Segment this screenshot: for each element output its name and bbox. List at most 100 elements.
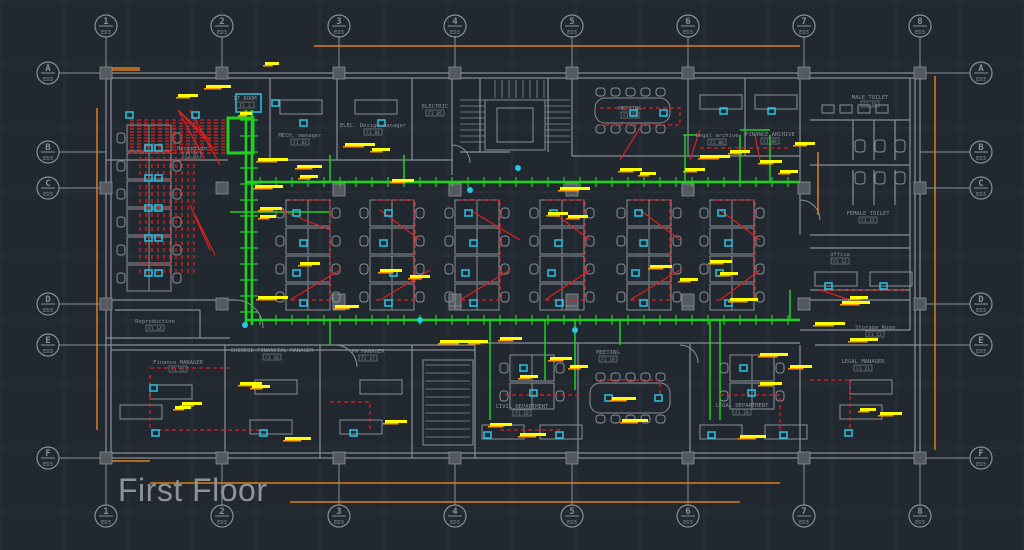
door-swing — [234, 299, 264, 329]
circuit-tag-underline — [238, 385, 254, 387]
axis-id: 4 — [452, 507, 458, 517]
circuit-tag — [650, 265, 672, 268]
desk — [369, 199, 393, 227]
circuit-tag — [795, 142, 815, 145]
axis-sheet: ED3 — [43, 77, 53, 83]
desk — [476, 283, 500, 311]
axis-sheet: ED3 — [217, 520, 227, 526]
circuit-tag-underline — [546, 215, 560, 217]
chair — [116, 244, 126, 256]
receptacle-icon — [639, 299, 648, 307]
room-tag: F1 18 — [515, 411, 529, 417]
drawing-title: First Floor — [118, 472, 268, 508]
desk — [626, 199, 650, 227]
axis-bubble-icon — [969, 140, 993, 164]
chair — [275, 235, 285, 247]
receptacle-icon — [739, 364, 748, 372]
room-name: Legal archive — [695, 133, 738, 139]
circuit-tag-underline — [878, 415, 894, 417]
desk — [454, 199, 478, 227]
chair — [672, 263, 682, 275]
sink — [821, 104, 835, 114]
chair — [116, 216, 126, 228]
structural-column — [797, 451, 811, 465]
structural-column — [913, 181, 927, 195]
circuit-tag-underline — [618, 171, 634, 173]
home-run — [279, 209, 761, 301]
circuit-tag — [182, 402, 202, 405]
circuit-run — [810, 379, 851, 430]
receptacle-icon — [483, 431, 492, 439]
room-tag-box — [865, 330, 885, 338]
receptacle-icon — [879, 282, 888, 290]
chair — [655, 414, 666, 424]
circuit-tag — [260, 207, 282, 210]
axis-sheet: ED3 — [915, 520, 925, 526]
desk — [285, 199, 309, 227]
desk — [476, 199, 500, 227]
room-tag-box — [860, 100, 880, 108]
room-tag-box — [290, 138, 310, 146]
chair — [625, 372, 636, 382]
axis-bubble-icon — [676, 14, 700, 38]
conduit-bundle — [226, 116, 255, 155]
desk — [626, 227, 650, 255]
structural-column — [681, 183, 695, 197]
axis-id: 8 — [917, 17, 922, 27]
desk — [539, 255, 563, 283]
receptacle-icon — [707, 431, 716, 439]
circuit-tag — [760, 353, 788, 356]
chair — [640, 87, 651, 97]
chair — [172, 188, 182, 200]
axis-id: 4 — [452, 17, 458, 27]
panel-icon — [242, 322, 248, 328]
circuit-tag — [300, 175, 318, 178]
structural-column — [215, 181, 229, 195]
chair — [775, 362, 785, 374]
structural-column — [913, 451, 927, 465]
chair — [610, 87, 621, 97]
dimension-lines — [96, 45, 936, 503]
chair — [444, 207, 454, 219]
circuit-run — [460, 199, 501, 301]
chair — [499, 390, 509, 402]
axis-bubble-icon — [969, 61, 993, 85]
chair — [585, 263, 595, 275]
receptacle-icon — [125, 111, 134, 119]
axis-bubble-icon — [560, 14, 584, 38]
circuit-run — [149, 375, 260, 431]
circuit-tag — [568, 215, 588, 218]
receptacle-icon — [299, 119, 308, 127]
axis-id: 1 — [103, 17, 108, 27]
circuit-tag-underline — [390, 182, 406, 184]
room-tag-box — [858, 216, 878, 224]
circuit-tag-underline — [728, 301, 748, 303]
room-tag-box — [853, 364, 873, 372]
axis-bubble-icon — [443, 14, 467, 38]
desk — [699, 94, 743, 110]
circuit-tag — [612, 397, 636, 400]
chair — [655, 124, 666, 134]
circuit-run — [330, 401, 371, 430]
exterior-wall-inner — [110, 77, 916, 454]
axis-sheet: ED3 — [567, 30, 577, 36]
axis-sheet: ED3 — [799, 30, 809, 36]
circuit-tag-underline — [378, 272, 394, 274]
axis-bubble-icon — [908, 504, 932, 528]
room-tag: F1 21 — [856, 366, 870, 372]
circuit-tag — [760, 382, 782, 385]
home-run — [177, 109, 221, 166]
receptacle-icon — [529, 389, 538, 397]
circuit-tag-underline — [758, 385, 774, 387]
structural-column — [797, 181, 811, 195]
circuit-tag — [570, 365, 588, 368]
circuit-tag-underline — [848, 299, 861, 301]
circuit-tag — [258, 158, 288, 161]
circuit-tag-underline — [438, 343, 459, 345]
